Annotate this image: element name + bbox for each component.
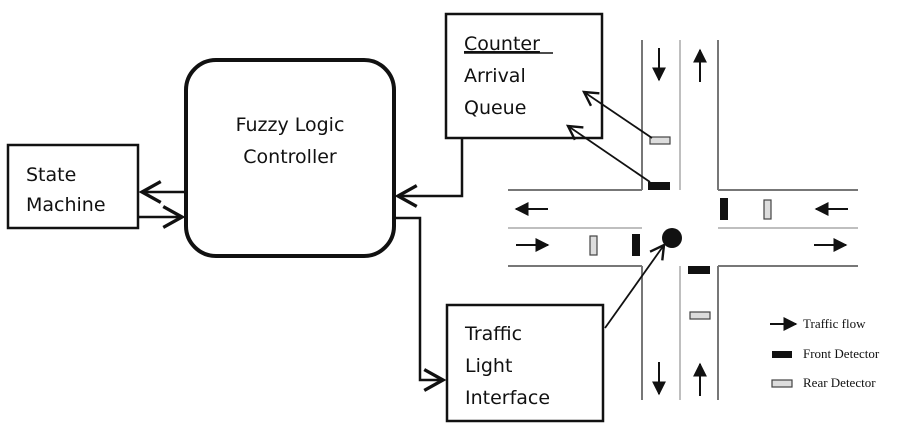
traffic-light-interface-box <box>445 303 605 423</box>
fuzzy-controller-label-1: Fuzzy Logic <box>236 114 345 136</box>
counter-label-2: Arrival <box>464 65 526 87</box>
state-machine-label-2: Machine <box>26 194 106 216</box>
front-detector-west <box>632 234 640 256</box>
front-detector-north <box>648 182 670 190</box>
link-rear-detector-to-counter <box>581 90 653 139</box>
front-detectors <box>632 182 728 274</box>
state-machine-label-1: State <box>26 164 76 186</box>
sensor-links <box>565 90 666 329</box>
counter-box <box>444 12 604 140</box>
legend-front-detector-label: Front Detector <box>803 346 880 361</box>
connectors <box>138 138 464 392</box>
traffic-light-signal <box>662 228 682 248</box>
arrow-counter-to-controller <box>394 138 464 208</box>
state-machine-box <box>6 143 140 230</box>
legend-rear-detector-label: Rear Detector <box>803 375 876 390</box>
link-interface-to-traffic-light <box>604 242 666 329</box>
legend-traffic-flow-label: Traffic flow <box>803 316 866 331</box>
lane-dividers <box>508 40 858 400</box>
rear-detector-west <box>589 235 598 256</box>
rear-detector-east <box>763 199 772 220</box>
rear-detector-north <box>649 136 671 145</box>
rear-detectors <box>589 136 772 320</box>
counter-title: Counter <box>464 33 540 55</box>
intersection <box>508 40 858 400</box>
legend: Traffic flow Front Detector Rear Detecto… <box>770 316 880 390</box>
fuzzy-controller-label-2: Controller <box>243 146 337 168</box>
front-detector-east <box>720 198 728 220</box>
traffic-light-label-2: Light <box>465 355 512 377</box>
counter-label-3: Queue <box>464 97 526 119</box>
road-flow-arrows <box>514 48 848 396</box>
traffic-light-label-1: Traffic <box>464 323 522 345</box>
fuzzy-logic-controller-box <box>184 58 396 258</box>
legend-rear-detector-icon <box>771 379 793 388</box>
link-front-detector-to-counter <box>565 124 651 183</box>
rear-detector-south <box>689 311 711 320</box>
arrow-controller-to-traffic-light-interface <box>394 216 447 392</box>
front-detector-south <box>688 266 710 274</box>
traffic-light-label-3: Interface <box>465 387 550 409</box>
legend-front-detector-icon <box>772 351 792 358</box>
